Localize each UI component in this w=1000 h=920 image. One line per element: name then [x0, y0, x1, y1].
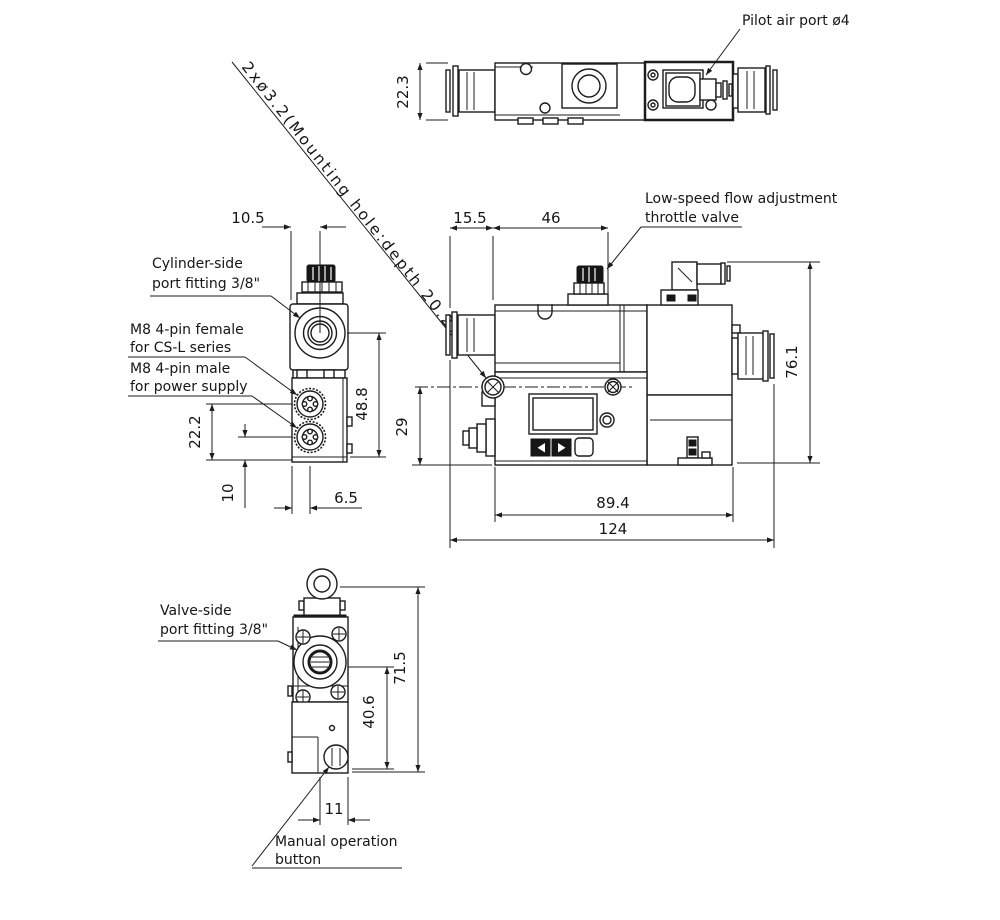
m8-side-connector	[462, 418, 496, 457]
dim-main-left: 15.5	[449, 209, 494, 308]
pilot-air-port-fitting	[699, 78, 733, 111]
m8-female-connector	[293, 387, 327, 421]
svg-text:for power supply: for power supply	[130, 379, 248, 395]
svg-text:Valve-side: Valve-side	[160, 603, 232, 619]
dim-bottom-port: 40.6	[348, 666, 394, 770]
label-m8-male: M8 4-pin male for power supply	[128, 361, 298, 429]
dim-bottom-height: 71.5	[340, 586, 425, 773]
dim-main-total-width: 124	[449, 360, 775, 548]
pilot-air-port-text: Pilot air port ø4	[742, 13, 850, 29]
push-in-fitting-left-top	[445, 65, 496, 117]
valve-block	[646, 261, 741, 396]
dim-text-48-8: 48.8	[353, 387, 371, 420]
valve-lower-block	[287, 685, 349, 774]
dim-text-40-6: 40.6	[360, 695, 378, 728]
left-side-view: 10.5 48.8 22.2 10 6.5 Cylinder-side port…	[128, 209, 386, 514]
svg-text:port fitting 3/8": port fitting 3/8"	[152, 276, 260, 292]
phillips-screw	[330, 684, 346, 700]
phillips-screw	[295, 629, 311, 645]
manual-operation-button	[323, 744, 349, 770]
svg-text:throttle valve: throttle valve	[645, 210, 739, 226]
label-throttle-valve: Low-speed flow adjustment throttle valve	[606, 191, 838, 270]
dim-text-15-5: 15.5	[453, 209, 486, 227]
dim-left-conn: 22.2	[186, 403, 292, 461]
dim-text-6-5: 6.5	[334, 489, 358, 507]
svg-text:button: button	[275, 852, 321, 868]
elbow-fitting	[671, 261, 731, 291]
dim-text-89-4: 89.4	[596, 494, 629, 512]
front-view: 15.5 46 Low-speed flow adjustment thrott…	[393, 191, 838, 548]
dim-text-124: 124	[599, 520, 628, 538]
bottom-view: 71.5 40.6 11 Valve-side port fitting 3/8…	[158, 568, 425, 869]
dim-left-height: 48.8	[347, 332, 386, 458]
dim-text-29: 29	[393, 417, 411, 436]
label-m8-female: M8 4-pin female for CS-L series	[128, 322, 298, 396]
dim-text-10: 10	[219, 483, 237, 502]
top-view-body	[494, 62, 646, 125]
push-in-fitting-right	[731, 330, 775, 382]
arrow-buttons	[530, 437, 594, 457]
display-panel	[437, 371, 648, 466]
mounting-hole-screw	[481, 375, 505, 399]
label-manual-operation: Manual operation button	[251, 766, 402, 869]
svg-text:M8 4-pin male: M8 4-pin male	[130, 361, 230, 377]
throttle-knob	[576, 265, 604, 284]
svg-text:Cylinder-side: Cylinder-side	[152, 256, 243, 272]
body-screw-hole	[519, 62, 533, 76]
set-button	[574, 437, 594, 457]
label-valve-port: Valve-side port fitting 3/8"	[158, 603, 298, 651]
connector-block-side	[291, 377, 353, 463]
dim-main-height: 76.1	[727, 261, 820, 464]
dim-main-body-width: 89.4	[494, 467, 734, 522]
label-pilot-air-port: Pilot air port ø4	[705, 13, 850, 76]
dim-text-46: 46	[541, 209, 560, 227]
valve-port-block	[292, 616, 349, 705]
left-arrow-icon	[537, 443, 545, 453]
dim-left-lower: 10	[219, 424, 292, 508]
dim-top-height: 22.3	[394, 62, 448, 121]
label-cylinder-port: Cylinder-side port fitting 3/8"	[150, 256, 301, 319]
dim-text-71-5: 71.5	[391, 651, 409, 684]
svg-text:for CS-L series: for CS-L series	[130, 340, 231, 356]
solenoid-connector-block	[660, 289, 699, 306]
dim-text-22-2: 22.2	[186, 415, 204, 448]
svg-text:M8 4-pin female: M8 4-pin female	[130, 322, 244, 338]
pilot-fitting-end	[298, 568, 346, 618]
body-screw-hole	[539, 102, 551, 114]
dim-text-10-5: 10.5	[231, 209, 264, 227]
dim-text-76-1: 76.1	[783, 345, 801, 378]
dim-left-bottom: 6.5	[274, 466, 362, 514]
throttle-valve	[567, 265, 609, 306]
top-view: 22.3 Pilot air port ø4	[394, 13, 850, 125]
svg-text:port fitting 3/8": port fitting 3/8"	[160, 622, 268, 638]
body-notch	[537, 304, 553, 320]
svg-text:Manual operation: Manual operation	[275, 834, 398, 850]
dim-text-22-3: 22.3	[394, 75, 412, 108]
top-view-valve-section	[643, 60, 735, 122]
push-in-fitting-left	[445, 311, 496, 359]
solenoid-plunger	[668, 76, 696, 103]
front-upper-body	[494, 304, 648, 373]
dim-text-11: 11	[324, 800, 343, 818]
dim-main-mount: 29	[393, 386, 492, 466]
dim-left-offset: 10.5	[231, 209, 346, 333]
panel-screw	[604, 378, 622, 396]
cylinder-port-fitting-side	[289, 303, 349, 371]
right-arrow-icon	[558, 443, 566, 453]
dim-main-throttle: 46	[493, 209, 609, 300]
m8-male-connector	[293, 420, 327, 454]
svg-text:Low-speed flow adjustment: Low-speed flow adjustment	[645, 191, 838, 207]
push-in-fitting-right-top	[732, 65, 778, 115]
dim-bottom-button: 11	[298, 777, 370, 825]
valve-lower-section	[646, 394, 733, 466]
phillips-screw	[331, 626, 347, 642]
